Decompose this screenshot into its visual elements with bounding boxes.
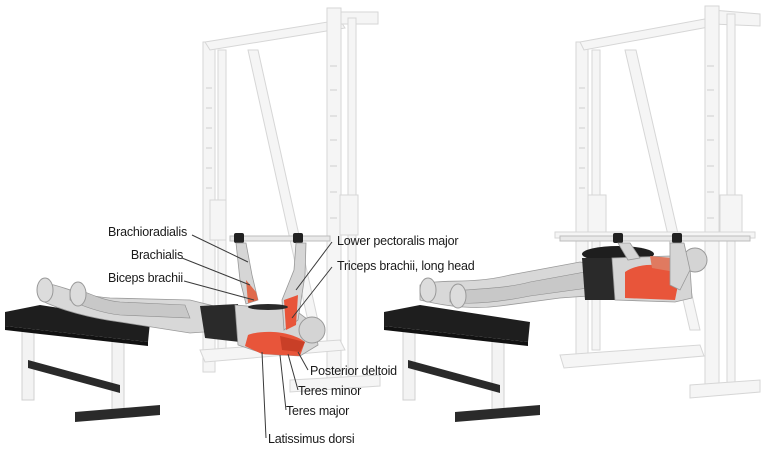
bench-right (384, 305, 540, 422)
figure-right-top-position (419, 233, 751, 309)
label-teres-minor: Teres minor (298, 384, 362, 398)
figure-left-bottom-position (36, 233, 331, 357)
label-biceps-brachii: Biceps brachii (107, 271, 183, 285)
label-triceps-brachii-long-head: Triceps brachii, long head (337, 259, 475, 273)
frame-holes-left (206, 65, 337, 219)
label-lower-pectoralis-major: Lower pectoralis major (337, 234, 459, 248)
bench-left (5, 305, 160, 422)
label-teres-major: Teres major (286, 404, 350, 418)
label-posterior-deltoid: Posterior deltoid (310, 364, 397, 378)
smith-machine-frame-right (554, 5, 761, 399)
frame-holes-right (579, 65, 714, 219)
label-latissimus-dorsi: Latissimus dorsi (268, 432, 355, 446)
label-brachioradialis: Brachioradialis (108, 225, 187, 239)
label-leader-lines (181, 234, 333, 439)
label-brachialis: Brachialis (130, 248, 183, 262)
